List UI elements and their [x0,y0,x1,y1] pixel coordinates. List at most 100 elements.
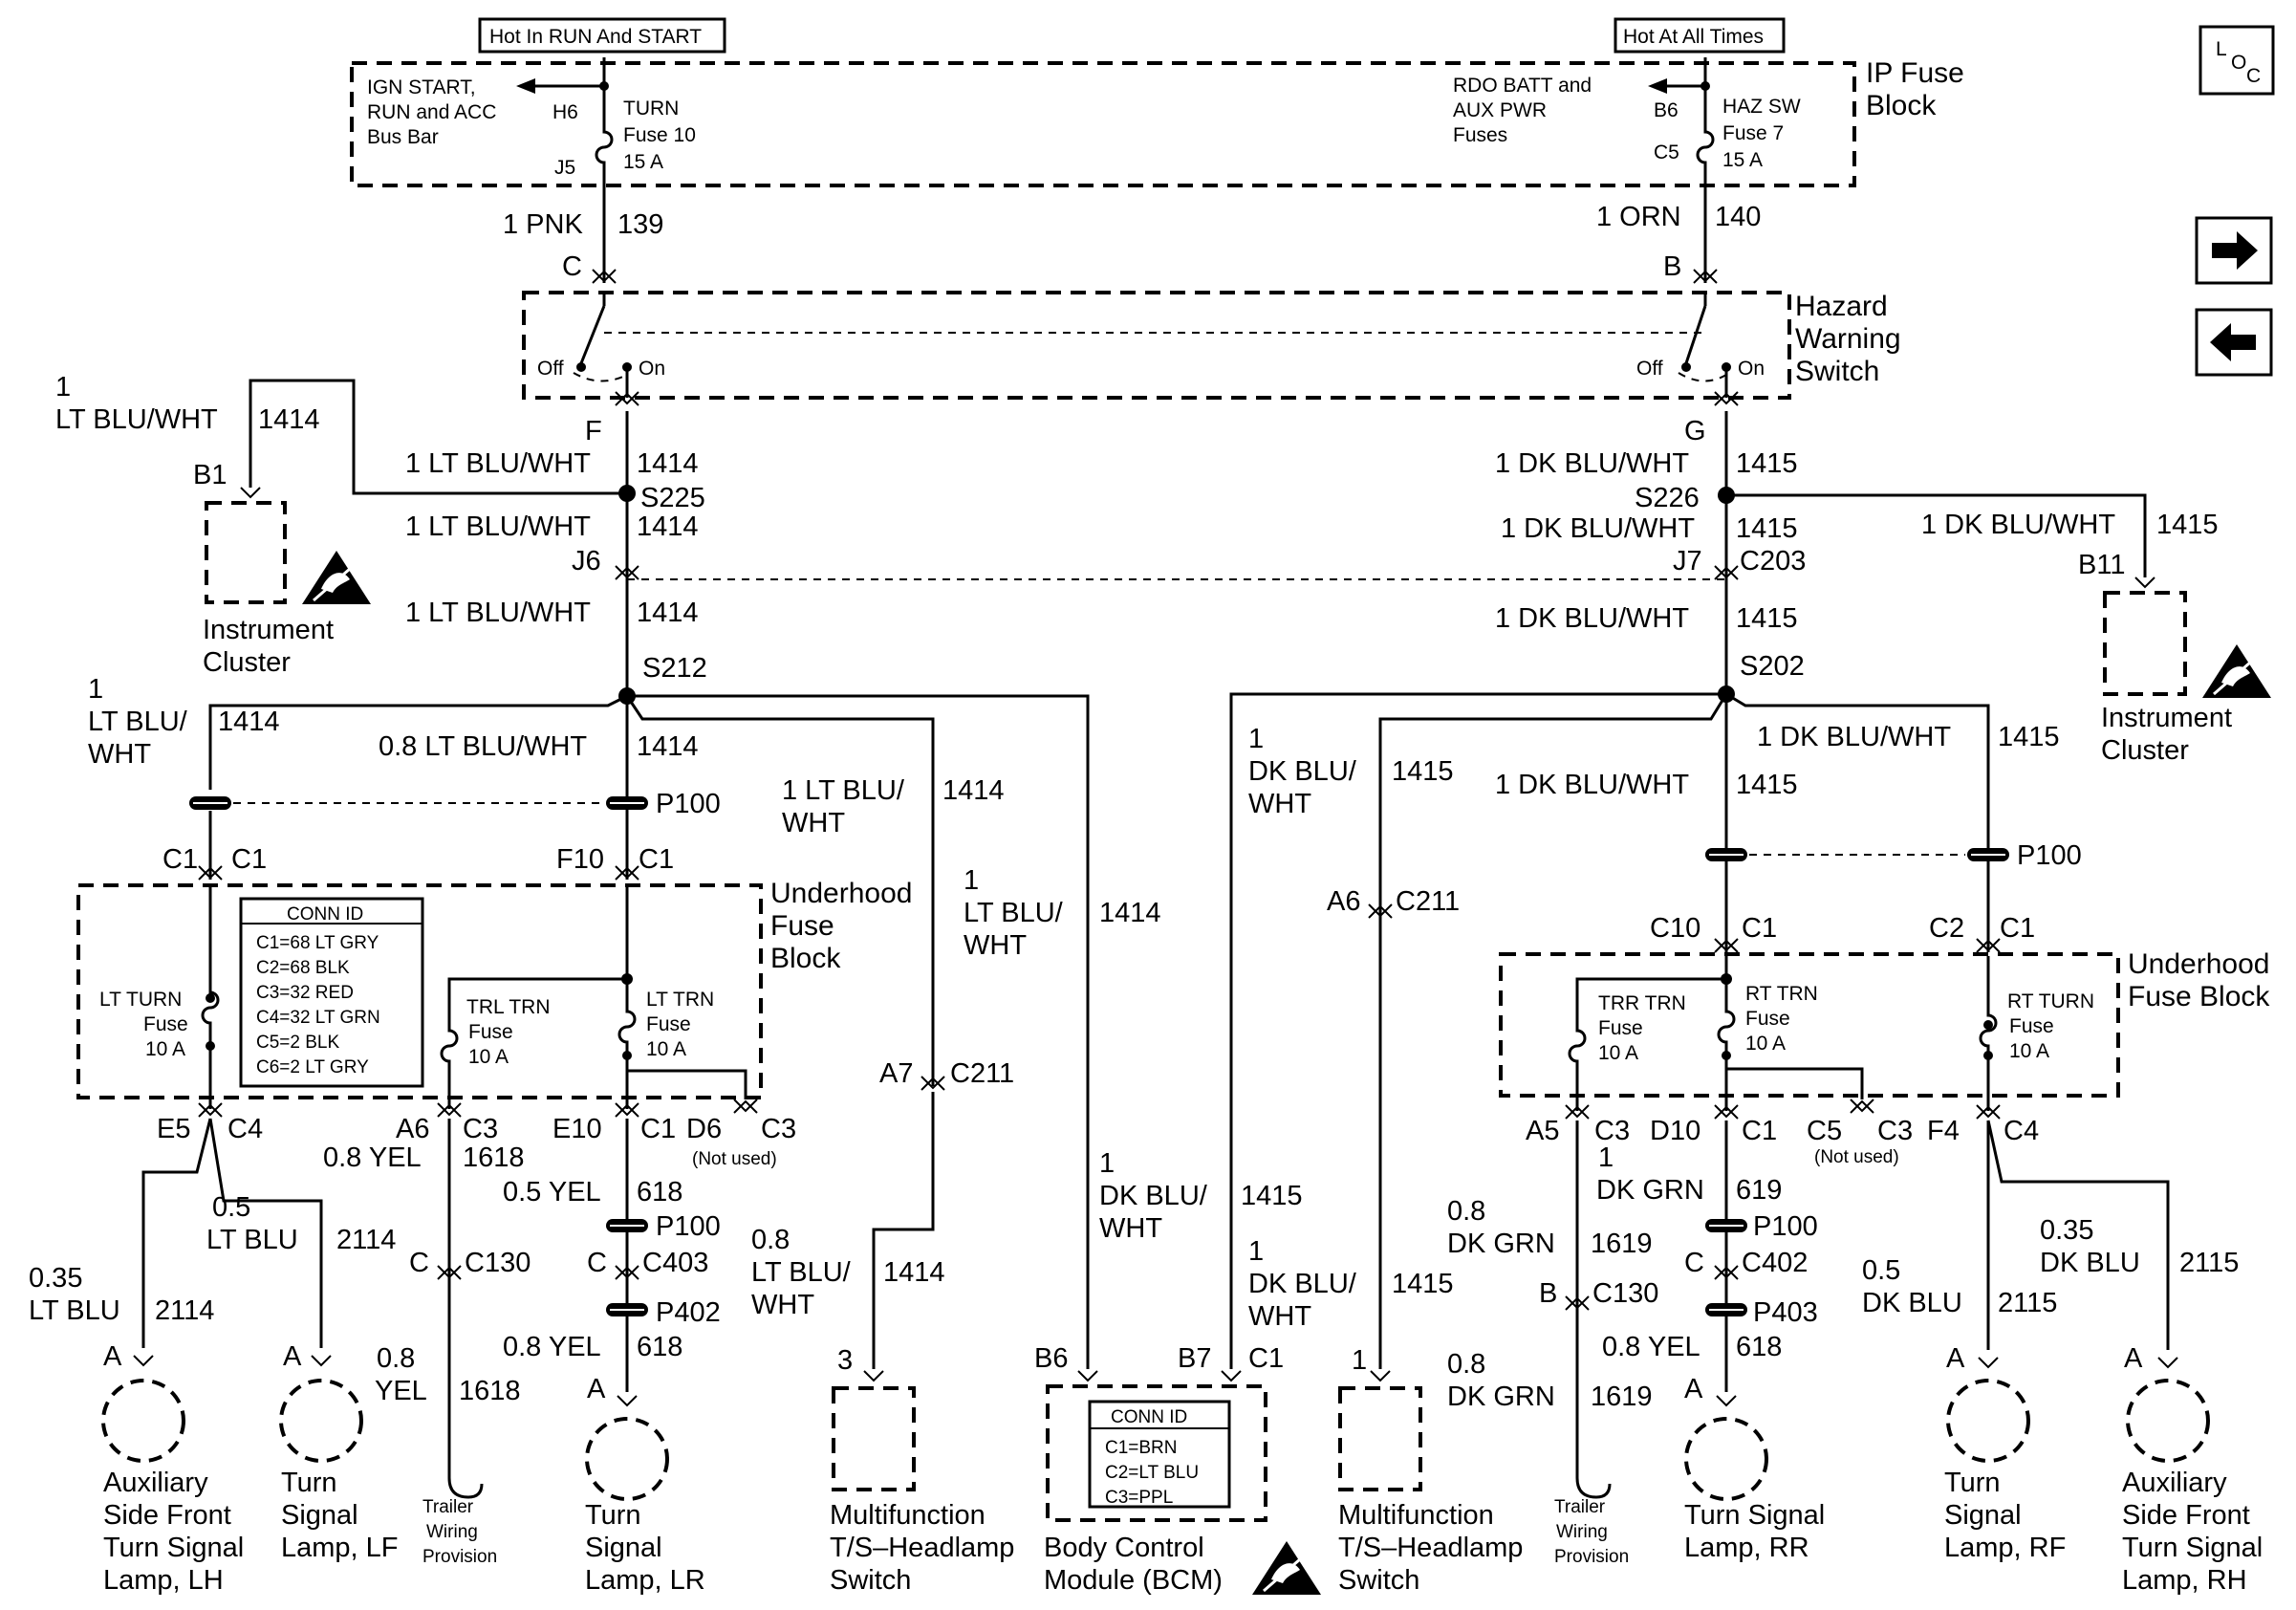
right-bus-label-3: Fuses [1453,124,1507,146]
right-cluster-label-2: Cluster [2101,735,2189,766]
hazard-right-on: On [1738,358,1765,380]
hazard-right-arc [1678,372,1727,382]
splice-s225 [618,485,636,502]
hazard-right-blade [1684,305,1707,364]
haz-fuse-label-2: Fuse 7 [1722,122,1784,144]
uh-right-title-1: Underhood [2128,948,2269,980]
left-cluster-label-2: Cluster [203,647,291,678]
bcm-pin-b6: B6 [1034,1343,1068,1374]
hazard-left-arc [573,372,628,382]
wire-1414-b-circuit: 1414 [637,511,699,542]
rr-label-2: Lamp, RR [1684,1533,1809,1563]
mf-left-pin-a7: A7 [879,1058,913,1089]
rf-pin-a: A [1946,1343,1965,1374]
uh-right-c1-b: C1 [2000,913,2035,944]
conn-id-left-2: C2=68 BLK [256,958,350,978]
wire-619-color: DK GRN [1596,1175,1704,1206]
loc-letter-l: L [2216,38,2227,60]
wire-618-color: 0.5 YEL [503,1177,601,1208]
wire-1415-a-circuit: 1415 [1736,448,1798,479]
c211-left-label: C211 [950,1058,1014,1089]
trr-trn-fuse-label-2: Fuse [1598,1017,1643,1039]
p100-right-lower-label: P100 [1753,1211,1818,1242]
p402-symbol [605,1302,649,1317]
wire-lf-color: LT BLU [206,1225,298,1255]
lt-trn-fuse-symbol [617,992,637,1061]
rr-pin-a: A [1684,1374,1703,1404]
wire-rf-size: 0.5 [1862,1255,1900,1286]
splice-s226-label: S226 [1635,483,1700,513]
c211-right-label: C211 [1396,886,1460,917]
lr-lamp-icon [585,1417,669,1501]
branch-rt-turn [1725,692,1990,868]
splice-s225-label: S225 [640,483,705,513]
branch-a-size: 1 [88,674,103,705]
lt-turn-fuse-symbol [201,973,220,1042]
wire-1415-b-circuit: 1415 [1736,513,1798,544]
p100-left-b-symbol [605,795,649,811]
loc-letter-o: O [2231,52,2246,74]
right-cluster-pin: B11 [2078,550,2125,580]
uh-left-c1-a: C1 [162,844,198,875]
left-instrument-cluster [205,501,287,604]
wire-aux-rh-size: 0.35 [2040,1215,2093,1246]
bcm-b6-wire-color-2: WHT [964,930,1027,961]
bcm-label-2: Module (BCM) [1044,1565,1223,1596]
trl-trn-fuse-label-2: Fuse [468,1021,513,1043]
mf-left-wire-color-2: WHT [782,808,845,838]
wire-619-circuit: 619 [1736,1175,1782,1206]
mf-right-switch [1338,1386,1422,1491]
mf-left-lower-color-2: WHT [751,1290,814,1320]
left-cluster-conn [240,487,261,499]
uh-left-title-3: Block [770,943,841,974]
p100-right-b-symbol [1966,847,2010,862]
right-feed-splice [1700,81,1710,91]
uh-left-pin-d6: D6 [686,1114,722,1144]
mf-right-lower-circuit: 1415 [1392,1269,1454,1299]
branch-mf-right [1378,693,1728,1369]
mf-right-branch-color-1: DK BLU/ [1248,756,1357,787]
lt-turn-fuse-label-3: 10 A [145,1038,185,1060]
uh-left-out-conn-d [733,1099,758,1114]
conn-id-left-title: CONN ID [287,904,363,925]
lf-label-3: Lamp, LF [281,1533,399,1563]
branch-a-color-1: LT BLU/ [88,707,188,737]
arrow-left-icon[interactable] [2195,308,2273,377]
wire-1415-a-color: 1 DK BLU/WHT [1495,448,1689,479]
aux-rh-conn [2157,1357,2178,1369]
left-cluster-esd-icon [300,549,373,606]
lf-conn [311,1355,332,1367]
haz-fuse-symbol [1696,113,1715,182]
conn-id-left-1: C1=68 LT GRY [256,933,379,953]
aux-lh-pin-a: A [103,1341,122,1372]
locator-icon[interactable]: L O C [2199,25,2275,96]
lt-trn-fuse-label-1: LT TRN [646,989,714,1011]
branch-b-color: 0.8 LT BLU/WHT [379,731,587,762]
lt-turn-fuse-label-1: LT TURN [99,989,182,1011]
p100-right-a-symbol [1704,847,1748,862]
mf-right-pin-1: 1 [1352,1345,1367,1376]
rt-trn-branch-color: 1 DK BLU/WHT [1495,770,1689,800]
aux-lh-label-2: Side Front [103,1500,231,1531]
c402-pin: C [1684,1248,1704,1278]
connector-j7: J7 [1673,546,1702,577]
uh-right-not-used: (Not used) [1814,1147,1899,1167]
right-cluster-conn [2134,577,2155,589]
aux-rh-lamp-icon [2126,1379,2210,1463]
conn-id-left-4: C4=32 LT GRN [256,1008,380,1028]
uh-right-c2: C2 [1929,913,1964,944]
mf-right-label-1: Multifunction [1338,1500,1494,1531]
wire-1415-c-circuit: 1415 [1736,603,1798,634]
hazard-title-2: Warning [1795,323,1901,355]
aux-rh-pin-a: A [2124,1343,2143,1374]
uh-left-not-used: (Not used) [692,1149,777,1169]
connector-c203: C203 [1740,546,1806,577]
c130-right-label: C130 [1592,1278,1658,1309]
arrow-right-icon[interactable] [2195,216,2273,285]
uh-right-c10: C10 [1650,913,1700,944]
bcm-conn-id-1: C1=BRN [1105,1438,1178,1458]
left-cluster-wire [249,379,627,495]
wire-1414-a-color: 1 LT BLU/WHT [405,448,591,479]
right-cluster-circuit: 1415 [2156,510,2219,540]
uh-left-out-conn-a [198,1102,223,1118]
